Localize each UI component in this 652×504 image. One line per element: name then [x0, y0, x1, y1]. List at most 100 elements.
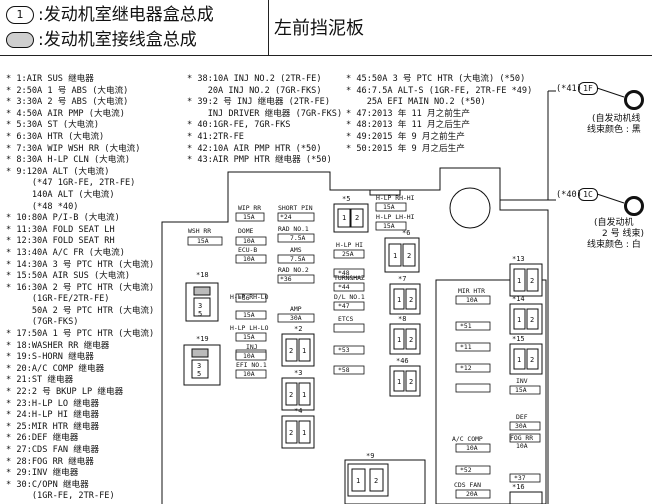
component-list-1: * 1:AIR SUS 继电器* 2:50A 1 号 ABS (大电流)* 3:…	[6, 74, 154, 503]
legend-2-text: :发动机室接线盒总成	[38, 30, 197, 50]
component-list-3-item: 25A EFI MAIN NO.2 (*50)	[346, 97, 486, 108]
component-list-1-item: 50A 2 号 PTC HTR (大电流)	[6, 305, 155, 316]
label-etcs: ETCS	[338, 315, 354, 323]
relay-box-symbol-icon: 1	[6, 6, 34, 24]
component-list-3-item: * 49:2015 年 9 月之前生产	[346, 131, 465, 142]
component-list-1-item: * 28:FOG RR 继电器	[6, 456, 94, 467]
fuse-fog-rr-value: 10A	[516, 442, 528, 450]
ref-53: *53	[338, 346, 350, 354]
component-list-1-item: * 11:30A FOLD SEAT LH	[6, 224, 115, 235]
ref-36: *36	[280, 275, 292, 283]
component-list-1-item: * 3:30A 2 号 ABS (大电流)	[6, 97, 129, 108]
relay-46-pin-1: 1	[397, 378, 401, 386]
component-list-1-item: * 4:50A AIR PMP (大电流)	[6, 108, 125, 119]
component-list-2-item: * 39:2 号 INJ 继电器 (2TR-FE)	[187, 97, 331, 108]
component-list-3: * 45:50A 3 号 PTC HTR (大电流) (*50)* 46:7.5…	[346, 74, 532, 155]
fuse-def-value: 30A	[515, 422, 527, 430]
component-list-1-item: * 20:A/C COMP 继电器	[6, 363, 105, 374]
component-list-3-item: * 45:50A 3 号 PTC HTR (大电流) (*50)	[346, 74, 526, 84]
relay-8-pin-1: 1	[397, 336, 401, 344]
relay-15-pin-1: 1	[517, 356, 521, 364]
component-list-2-item: * 38:10A INJ NO.2 (2TR-FE)	[187, 74, 322, 84]
component-list-2-item: * 43:AIR PMP HTR 继电器 (*50)	[187, 155, 332, 166]
component-list-1-item: (*48 *40)	[6, 201, 79, 212]
connector-41-note-2: 线束颜色 : 黑	[587, 125, 641, 135]
component-list-1-item: * 27:CDS FAN 继电器	[6, 445, 100, 455]
ref-51: *51	[460, 322, 472, 330]
label-def: DEF	[516, 413, 528, 421]
ref-6: *6	[402, 229, 410, 237]
ref-19: *19	[196, 335, 209, 343]
component-list-2-item: * 42:10A AIR PMP HTR (*50)	[187, 143, 322, 154]
relay-13-pin-2: 2	[530, 277, 534, 285]
relay-4-pin-1: 1	[302, 429, 306, 437]
component-list-1-item: * 19:S-HORN 继电器	[6, 352, 94, 363]
label-fog-rr: FOG RR	[510, 434, 533, 442]
ref-37: *37	[514, 474, 526, 482]
relay-19-pin-5: 5	[197, 370, 201, 378]
component-list-1-item: * 22:2 号 BKUP LP 继电器	[6, 387, 124, 398]
label-ecu-b: ECU-B	[238, 246, 257, 254]
component-list-1-item: (1GR-FE, 2TR-FE)	[6, 491, 115, 502]
ref-2: *2	[294, 325, 302, 333]
ref-12: *12	[460, 364, 472, 372]
label-hlp-lh-lo: H-LP LH-LO	[230, 324, 269, 332]
ref-48: *48	[338, 269, 350, 277]
ref-58: *58	[338, 366, 350, 374]
ref-11: *11	[460, 343, 472, 351]
relay-13-pin-1: 1	[517, 277, 521, 285]
label-amp: AMP	[290, 305, 302, 313]
component-list-1-item: (1GR-FE/2TR-FE)	[6, 294, 110, 305]
relay-3-pin-2: 2	[289, 391, 293, 399]
connector-41-ref: (*41)	[556, 84, 582, 94]
component-list-1-item: * 5:30A ST (大电流)	[6, 120, 100, 131]
ref-8: *8	[398, 315, 406, 323]
relay-6-pin-2: 2	[407, 252, 411, 260]
label-rad2: RAD NO.2	[278, 266, 309, 274]
fuse-hlp-rh-hi-value: 15A	[383, 203, 395, 211]
component-list-3-item: * 46:7.5A ALT-S (1GR-FE, 2TR-FE *49)	[346, 85, 533, 96]
component-list-1-item: (7GR-FKS)	[6, 317, 79, 328]
label-hlp-lh-hi: H-LP LH-HI	[376, 213, 415, 221]
legend-row-relay-box: 1:发动机室继电器盒总成	[6, 3, 214, 27]
relay-14-pin-1: 1	[517, 316, 521, 324]
component-list-1-item: * 25:MIR HTR 继电器	[6, 421, 100, 432]
fuse-wsh-rr-value: 15A	[197, 237, 209, 245]
ref-47: *47	[338, 302, 350, 310]
label-ams: AMS	[290, 246, 302, 254]
label-cds-fan: CDS FAN	[454, 481, 481, 489]
fuse-hlp-hi-value: 25A	[342, 250, 354, 258]
relay-3-pin-1: 1	[302, 391, 306, 399]
component-list-1-item: * 15:50A AIR SUS (大电流)	[6, 271, 131, 282]
relay-8-pin-2: 2	[409, 336, 413, 344]
ref-24: *24	[280, 213, 292, 221]
relay-14-pin-2: 2	[530, 316, 534, 324]
ref-44: *44	[338, 283, 350, 291]
component-list-3-item: * 50:2015 年 9 月之后生产	[346, 143, 465, 154]
ref-15: *15	[512, 335, 525, 343]
fuse-efi-no1-value: 10A	[243, 370, 255, 378]
component-list-3-item: * 48:2013 年 11 月之后生产	[346, 120, 470, 131]
label-inj: INJ	[246, 343, 258, 351]
ground-terminal-1f-icon	[624, 90, 644, 110]
fuse-dome-value: 10A	[243, 237, 255, 245]
component-list-1-item: * 1:AIR SUS 继电器	[6, 74, 94, 84]
connector-40-ref: (*40)	[556, 190, 582, 200]
connector-40-note-1: (自发动机	[594, 218, 634, 228]
ref-7: *7	[398, 275, 406, 283]
component-list-2-item: * 41:2TR-FE	[187, 131, 244, 142]
label-hlp-rh-hi: H-LP RH-HI	[376, 194, 415, 202]
relay-46-pin-2: 2	[409, 378, 413, 386]
relay-9-pin-2: 2	[374, 477, 378, 485]
component-list-1-item: * 18:WASHER RR 继电器	[6, 340, 110, 351]
label-ac-comp: A/C COMP	[452, 435, 483, 443]
component-list-1-item: * 8:30A H-LP CLN (大电流)	[6, 155, 131, 166]
fuse-mir-htr-value: 10A	[466, 296, 478, 304]
component-list-1-item: * 26:DEF 继电器	[6, 433, 79, 444]
component-list-1-item: * 24:H-LP HI 继电器	[6, 410, 100, 421]
component-list-2-item: 20A INJ NO.2 (7GR-FKS)	[187, 85, 322, 96]
component-list-1-item: * 23:H-LP LO 继电器	[6, 398, 100, 409]
label-short-pin: SHORT PIN	[278, 204, 313, 212]
component-list-2: * 38:10A INJ NO.2 (2TR-FE) 20A INJ NO.2 …	[187, 74, 342, 167]
